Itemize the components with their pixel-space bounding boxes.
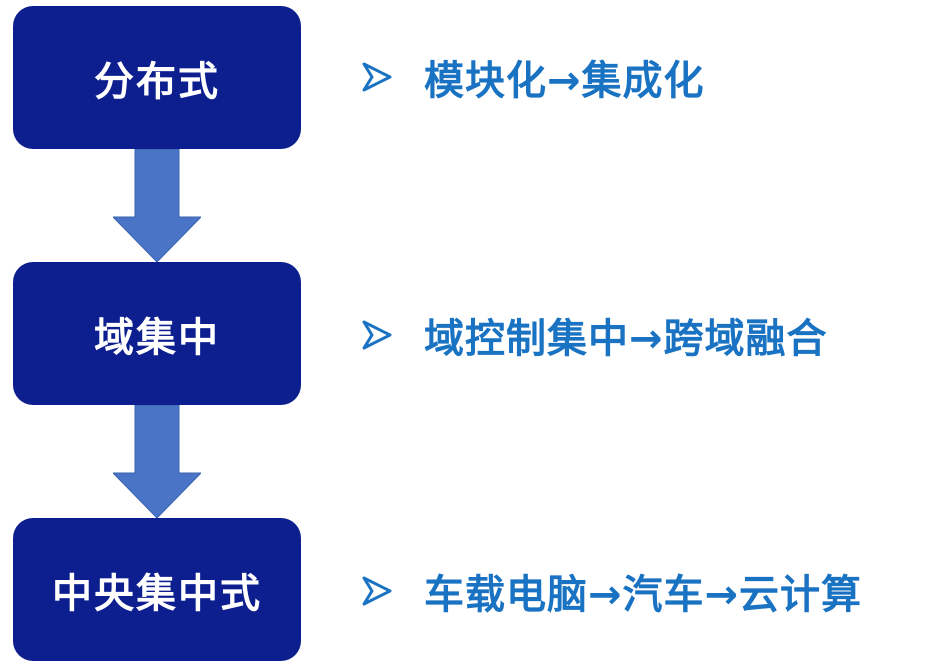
stage-note: 车载电脑→汽车→云计算: [360, 561, 862, 621]
stage-note-text: 车载电脑→汽车→云计算: [424, 572, 863, 618]
stage-label: 域集中: [94, 314, 220, 361]
arrowhead-bullet-icon: [362, 576, 392, 606]
stage-box-distributed: 分布式: [13, 6, 301, 149]
stage-box-domain-centralized: 域集中: [13, 262, 301, 405]
arrowhead-bullet-icon: [362, 62, 392, 92]
stage-note-text: 模块化→集成化: [424, 58, 705, 104]
arrowhead-bullet-icon: [362, 320, 392, 350]
stage-note-text: 域控制集中→跨域融合: [424, 316, 828, 362]
stage-note: 域控制集中→跨域融合: [360, 305, 828, 365]
stage-box-central-centralized: 中央集中式: [13, 518, 301, 661]
stage-label: 分布式: [94, 58, 220, 105]
down-arrow-icon: [113, 405, 201, 518]
stage-note: 模块化→集成化: [360, 47, 705, 107]
stage-label: 中央集中式: [52, 570, 262, 617]
down-arrow-icon: [113, 149, 201, 262]
